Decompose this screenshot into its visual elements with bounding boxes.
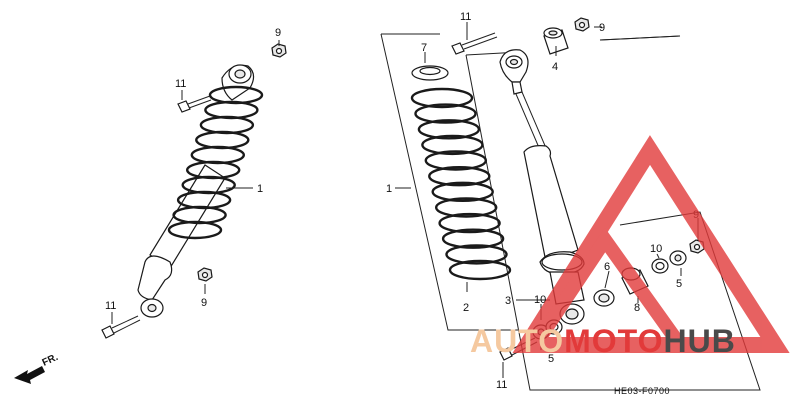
coil-spring	[410, 87, 512, 281]
callout-5-right: 5	[676, 278, 682, 290]
bolt-top-left-icon	[177, 95, 212, 113]
right-spring-coil	[424, 150, 487, 171]
callout-9-top-left: 9	[275, 27, 281, 39]
right-spring-coil	[410, 87, 474, 109]
callout-9-bottom-left: 9	[201, 297, 207, 309]
assembly-bracket	[380, 33, 761, 391]
left-spring-coil	[204, 100, 259, 120]
left-spring-coil	[195, 130, 250, 150]
callout-10-lower: 10	[534, 294, 546, 306]
callout-7: 7	[421, 42, 427, 54]
callout-4: 4	[552, 61, 558, 73]
right-spring-coil	[445, 244, 508, 265]
right-spring-coil	[421, 134, 484, 156]
front-arrow-label: FR.	[41, 352, 60, 369]
callout-11-bottom-right: 11	[496, 379, 507, 391]
nut-top-left-icon	[271, 43, 287, 58]
right-spring-coil	[428, 165, 491, 187]
callout-11-bottom-left: 11	[105, 300, 116, 312]
callout-10-right: 10	[650, 243, 662, 255]
bolt-top-right-icon	[451, 32, 498, 55]
callout-11-top-right: 11	[460, 11, 471, 23]
drawing-code: HE03-F0700	[614, 386, 670, 396]
nut-bottom-left-icon	[197, 267, 213, 282]
front-arrow-icon	[14, 366, 45, 384]
left-spring-coil	[167, 220, 223, 240]
right-spring-coil	[438, 212, 501, 234]
right-spring-coil	[414, 103, 477, 124]
shock-assembly-left	[137, 64, 264, 318]
callout-6: 6	[604, 261, 610, 273]
left-spring-coil	[190, 145, 246, 165]
callout-8: 8	[634, 302, 640, 314]
bushing-top	[543, 27, 569, 55]
watermark-moto: MOTO	[564, 323, 663, 359]
watermark-text: AUTOMOTOHUB	[470, 323, 736, 359]
right-spring-coil	[435, 197, 498, 218]
callout-11-top-left: 11	[175, 78, 186, 90]
left-spring-coil	[199, 115, 255, 135]
spring-seat	[411, 65, 449, 81]
callout-2: 2	[463, 302, 469, 314]
callout-9-top-right: 9	[599, 22, 605, 34]
right-spring-coil	[441, 228, 505, 249]
nut-top-right-icon	[574, 17, 590, 32]
right-spring-coil	[448, 259, 512, 281]
callout-1-left: 1	[257, 183, 263, 195]
callout-3: 3	[505, 295, 511, 307]
watermark-logo-icon	[512, 135, 790, 353]
collar-right-icon	[669, 250, 687, 266]
bushing-6-icon	[593, 289, 615, 307]
watermark-hub: HUB	[663, 323, 735, 359]
right-spring-coil	[417, 119, 481, 140]
callout-5-lower: 5	[548, 353, 554, 365]
seal-right-icon	[651, 258, 669, 274]
bolt-bottom-left-icon	[101, 315, 141, 339]
right-spring-coil	[431, 181, 494, 203]
watermark-auto: AUTO	[470, 323, 564, 359]
callout-1-right: 1	[386, 183, 392, 195]
